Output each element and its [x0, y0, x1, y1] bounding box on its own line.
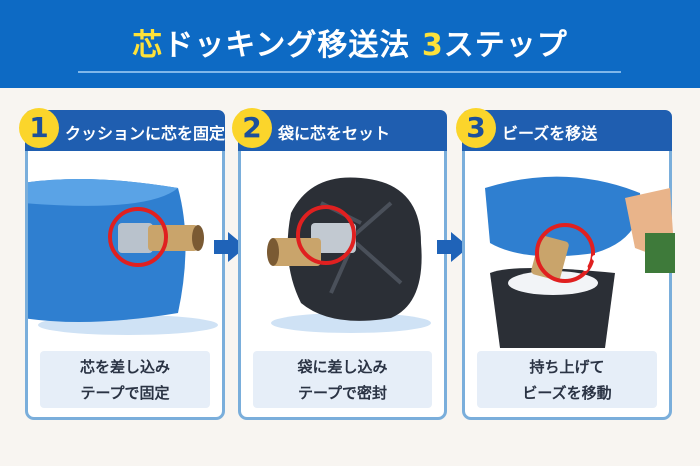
step-card-2: 2 袋に芯をセット 袋に差し込みテープで密封: [232, 108, 447, 420]
step-header: 3 ビーズを移送: [456, 108, 672, 151]
title-text: ドッキング移送法: [163, 28, 422, 63]
caption-line: 持ち上げて: [529, 358, 605, 376]
step-number: 1: [19, 108, 59, 148]
step-number: 3: [456, 108, 496, 148]
caption-line: テープで密封: [297, 384, 388, 402]
step-card-3: 3 ビーズを移送 持ち上げてビーズを移動: [456, 108, 675, 420]
step-card-1: 1 クッションに芯を固定 芯を差し込みテープで固定: [19, 108, 226, 420]
title-highlight: 芯: [132, 28, 164, 63]
step-header: 2 袋に芯をセット: [232, 108, 447, 151]
transfer-illustration: [485, 176, 675, 348]
step-number: 2: [232, 108, 272, 148]
cushion-illustration: [28, 179, 218, 335]
caption-line: 芯を差し込み: [79, 358, 170, 376]
header-banner: 芯ドッキング移送法 3ステップ: [0, 0, 700, 88]
highlight-circle: [535, 223, 595, 283]
caption-line: 袋に差し込み: [297, 358, 388, 376]
step-header: 1 クッションに芯を固定: [19, 108, 226, 151]
caption-line: テープで固定: [80, 384, 170, 402]
step-caption: 持ち上げてビーズを移動: [477, 351, 657, 408]
title-underline: [78, 71, 621, 73]
title-number: 3: [421, 28, 444, 63]
page-title: 芯ドッキング移送法 3ステップ: [0, 20, 700, 64]
highlight-circle: [296, 205, 356, 265]
title-text-2: ステップ: [443, 28, 568, 63]
step-label: クッションに芯を固定: [65, 124, 226, 143]
highlight-circle: [108, 207, 168, 267]
step-caption: 芯を差し込みテープで固定: [40, 351, 210, 408]
step-caption: 袋に差し込みテープで密封: [253, 351, 432, 408]
step-label: ビーズを移送: [502, 124, 598, 143]
step-label: 袋に芯をセット: [278, 124, 391, 143]
bag-illustration: [267, 177, 431, 333]
caption-line: ビーズを移動: [522, 384, 612, 402]
